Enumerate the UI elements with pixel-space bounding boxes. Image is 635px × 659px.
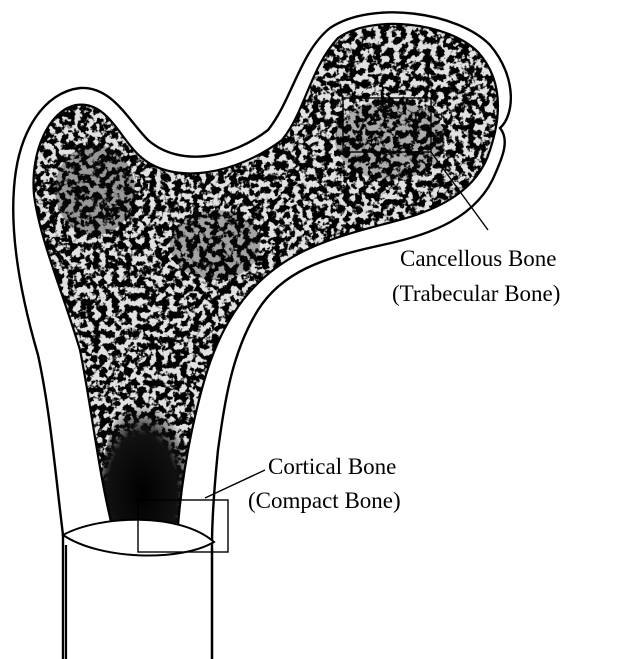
cortical-label-line2: (Compact Bone)	[248, 488, 401, 513]
cortical-label-line1: Cortical Bone	[268, 454, 396, 479]
cancellous-label-line2: (Trabecular Bone)	[392, 281, 560, 306]
cancellous-label-line1: Cancellous Bone	[400, 246, 557, 271]
